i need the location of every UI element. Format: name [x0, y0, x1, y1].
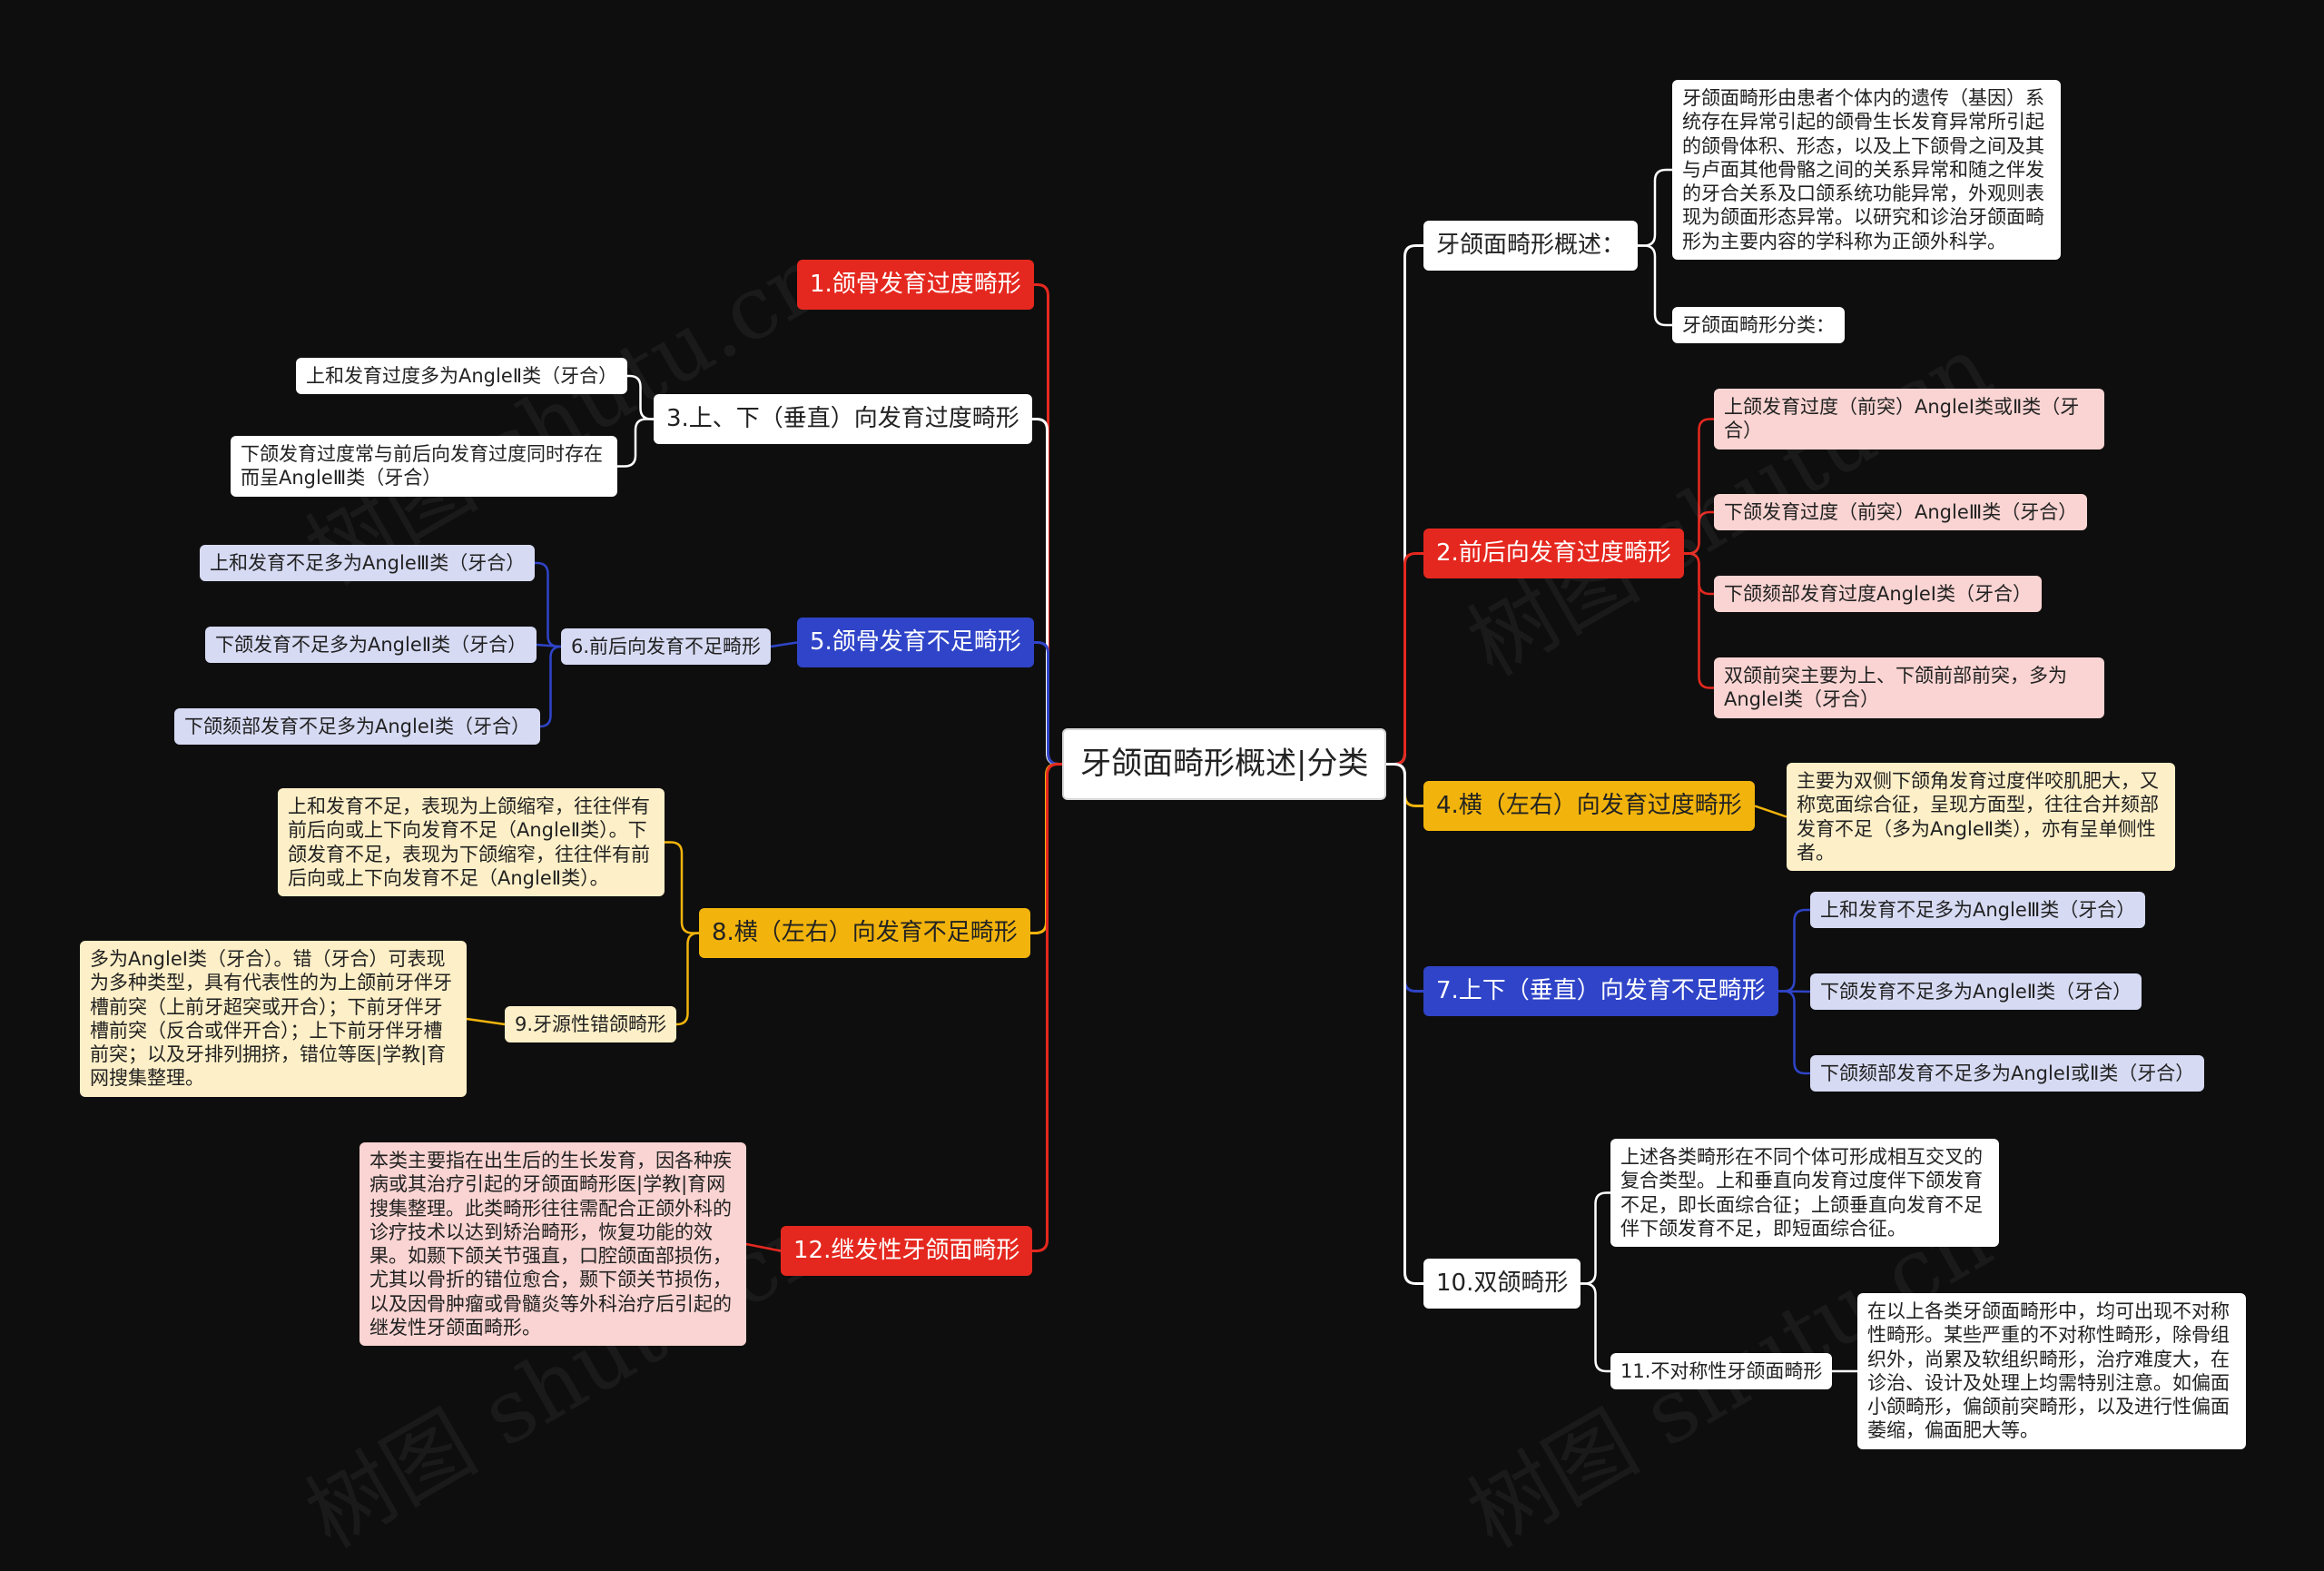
topic-11-description[interactable]: 在以上各类牙颌面畸形中，均可出现不对称性畸形。某些严重的不对称性畸形，除骨组织外… [1857, 1293, 2246, 1449]
overview-definition[interactable]: 牙颌面畸形由患者个体内的遗传（基因）系统存在异常引起的颌骨生长发育异常所引起的颌… [1672, 80, 2061, 260]
topic-1[interactable]: 1.颌骨发育过度畸形 [797, 260, 1034, 310]
topic-2[interactable]: 2.前后向发育过度畸形 [1423, 529, 1684, 578]
topic-2-item[interactable]: 上颌发育过度（前突）AngleⅠ类或Ⅱ类（牙合） [1714, 389, 2104, 450]
connector-line [1581, 1282, 1610, 1373]
connector-line [535, 561, 561, 648]
connector-lines [466, 168, 1857, 1373]
connector-line [1754, 805, 1787, 818]
topic-2-item[interactable]: 下颌发育过度（前突）AngleⅢ类（牙合） [1714, 494, 2088, 531]
mind-map-canvas: 树图 shutu.cn 树图 shutu.cn 树图 shutu.cn 树图 s… [80, 80, 2246, 1567]
topic-12-description[interactable]: 本类主要指在出生后的生长发育，因各种疾病或其治疗引起的牙颌面畸形医|学教|育网搜… [359, 1142, 746, 1346]
topic-8[interactable]: 8.横（左右）向发育不足畸形 [699, 908, 1030, 958]
connector-line [1386, 552, 1423, 766]
topic-6-item[interactable]: 上和发育不足多为AngleⅢ类（牙合） [200, 545, 536, 582]
connector-line [676, 932, 699, 1026]
topic-6[interactable]: 6.前后向发育不足畸形 [561, 628, 772, 666]
topic-6-item[interactable]: 下颌发育不足多为AngleⅡ类（牙合） [205, 627, 537, 664]
connector-line [1684, 552, 1714, 689]
topic-9[interactable]: 9.牙源性错颌畸形 [505, 1006, 677, 1043]
connector-line [770, 641, 798, 648]
topic-9-description[interactable]: 多为AngleⅠ类（牙合）。错（牙合）可表现为多种类型，具有代表性的为上颌前牙伴… [80, 941, 467, 1097]
central-topic[interactable]: 牙颌面畸形概述|分类 [1062, 728, 1387, 800]
connector-line [1581, 1191, 1610, 1285]
topic-5[interactable]: 5.颌骨发育不足畸形 [797, 618, 1034, 667]
connector-line [1778, 908, 1810, 993]
connector-line [466, 1017, 506, 1026]
topic-7[interactable]: 7.上下（垂直）向发育不足畸形 [1423, 966, 1778, 1016]
connector-line [1032, 763, 1062, 1252]
connector-line [1638, 244, 1672, 327]
topic-7-item[interactable]: 下颌颏部发育不足多为AngleⅠ或Ⅱ类（牙合） [1810, 1055, 2205, 1092]
topic-12[interactable]: 12.继发性牙颌面畸形 [781, 1226, 1033, 1276]
topic-11[interactable]: 11.不对称性牙颌面畸形 [1610, 1353, 1833, 1390]
topic-3-item[interactable]: 下颌发育过度常与前后向发育过度同时存在而呈AngleⅢ类（牙合） [231, 436, 617, 497]
topic-2-item[interactable]: 双颌前突主要为上、下颌前部前突，多为AngleⅠ类（牙合） [1714, 657, 2104, 718]
connector-line [1034, 641, 1062, 766]
topic-3[interactable]: 3.上、下（垂直）向发育过度畸形 [654, 394, 1032, 444]
topic-8-description[interactable]: 上和发育不足，表现为上颌缩窄，往往伴有前后向或上下向发育不足（AngleⅡ类）。… [278, 788, 665, 896]
topic-4-description[interactable]: 主要为双侧下颌角发育过度伴咬肌肥大，又称宽面综合征，呈现方面型，往往合并颏部发育… [1787, 763, 2175, 871]
overview-classification[interactable]: 牙颌面畸形分类： [1672, 307, 1845, 344]
topic-4[interactable]: 4.横（左右）向发育过度畸形 [1423, 781, 1755, 831]
topic-10[interactable]: 10.双颌畸形 [1423, 1259, 1581, 1309]
topic-2-item[interactable]: 下颌颏部发育过度AngleⅠ类（牙合） [1714, 576, 2042, 613]
connector-line [539, 645, 562, 728]
topic-6-item[interactable]: 下颌颏部发育不足多为AngleⅠ类（牙合） [174, 708, 540, 746]
connector-line [745, 1242, 782, 1252]
topic-3-item[interactable]: 上和发育过度多为AngleⅡ类（牙合） [296, 358, 628, 395]
connector-line [617, 418, 654, 468]
connector-line [665, 841, 699, 934]
topic-overview[interactable]: 牙颌面畸形概述： [1423, 221, 1639, 271]
connector-line [1638, 168, 1672, 247]
topic-7-item[interactable]: 下颌发育不足多为AngleⅡ类（牙合） [1810, 973, 2142, 1011]
topic-10-description[interactable]: 上述各类畸形在不同个体可形成相互交叉的复合类型。上和垂直向发育过度伴下颌发育不足… [1610, 1139, 1999, 1247]
connector-line [1778, 990, 1810, 1075]
connector-line [1386, 763, 1423, 1285]
topic-7-item[interactable]: 上和发育不足多为AngleⅢ类（牙合） [1810, 892, 2146, 929]
